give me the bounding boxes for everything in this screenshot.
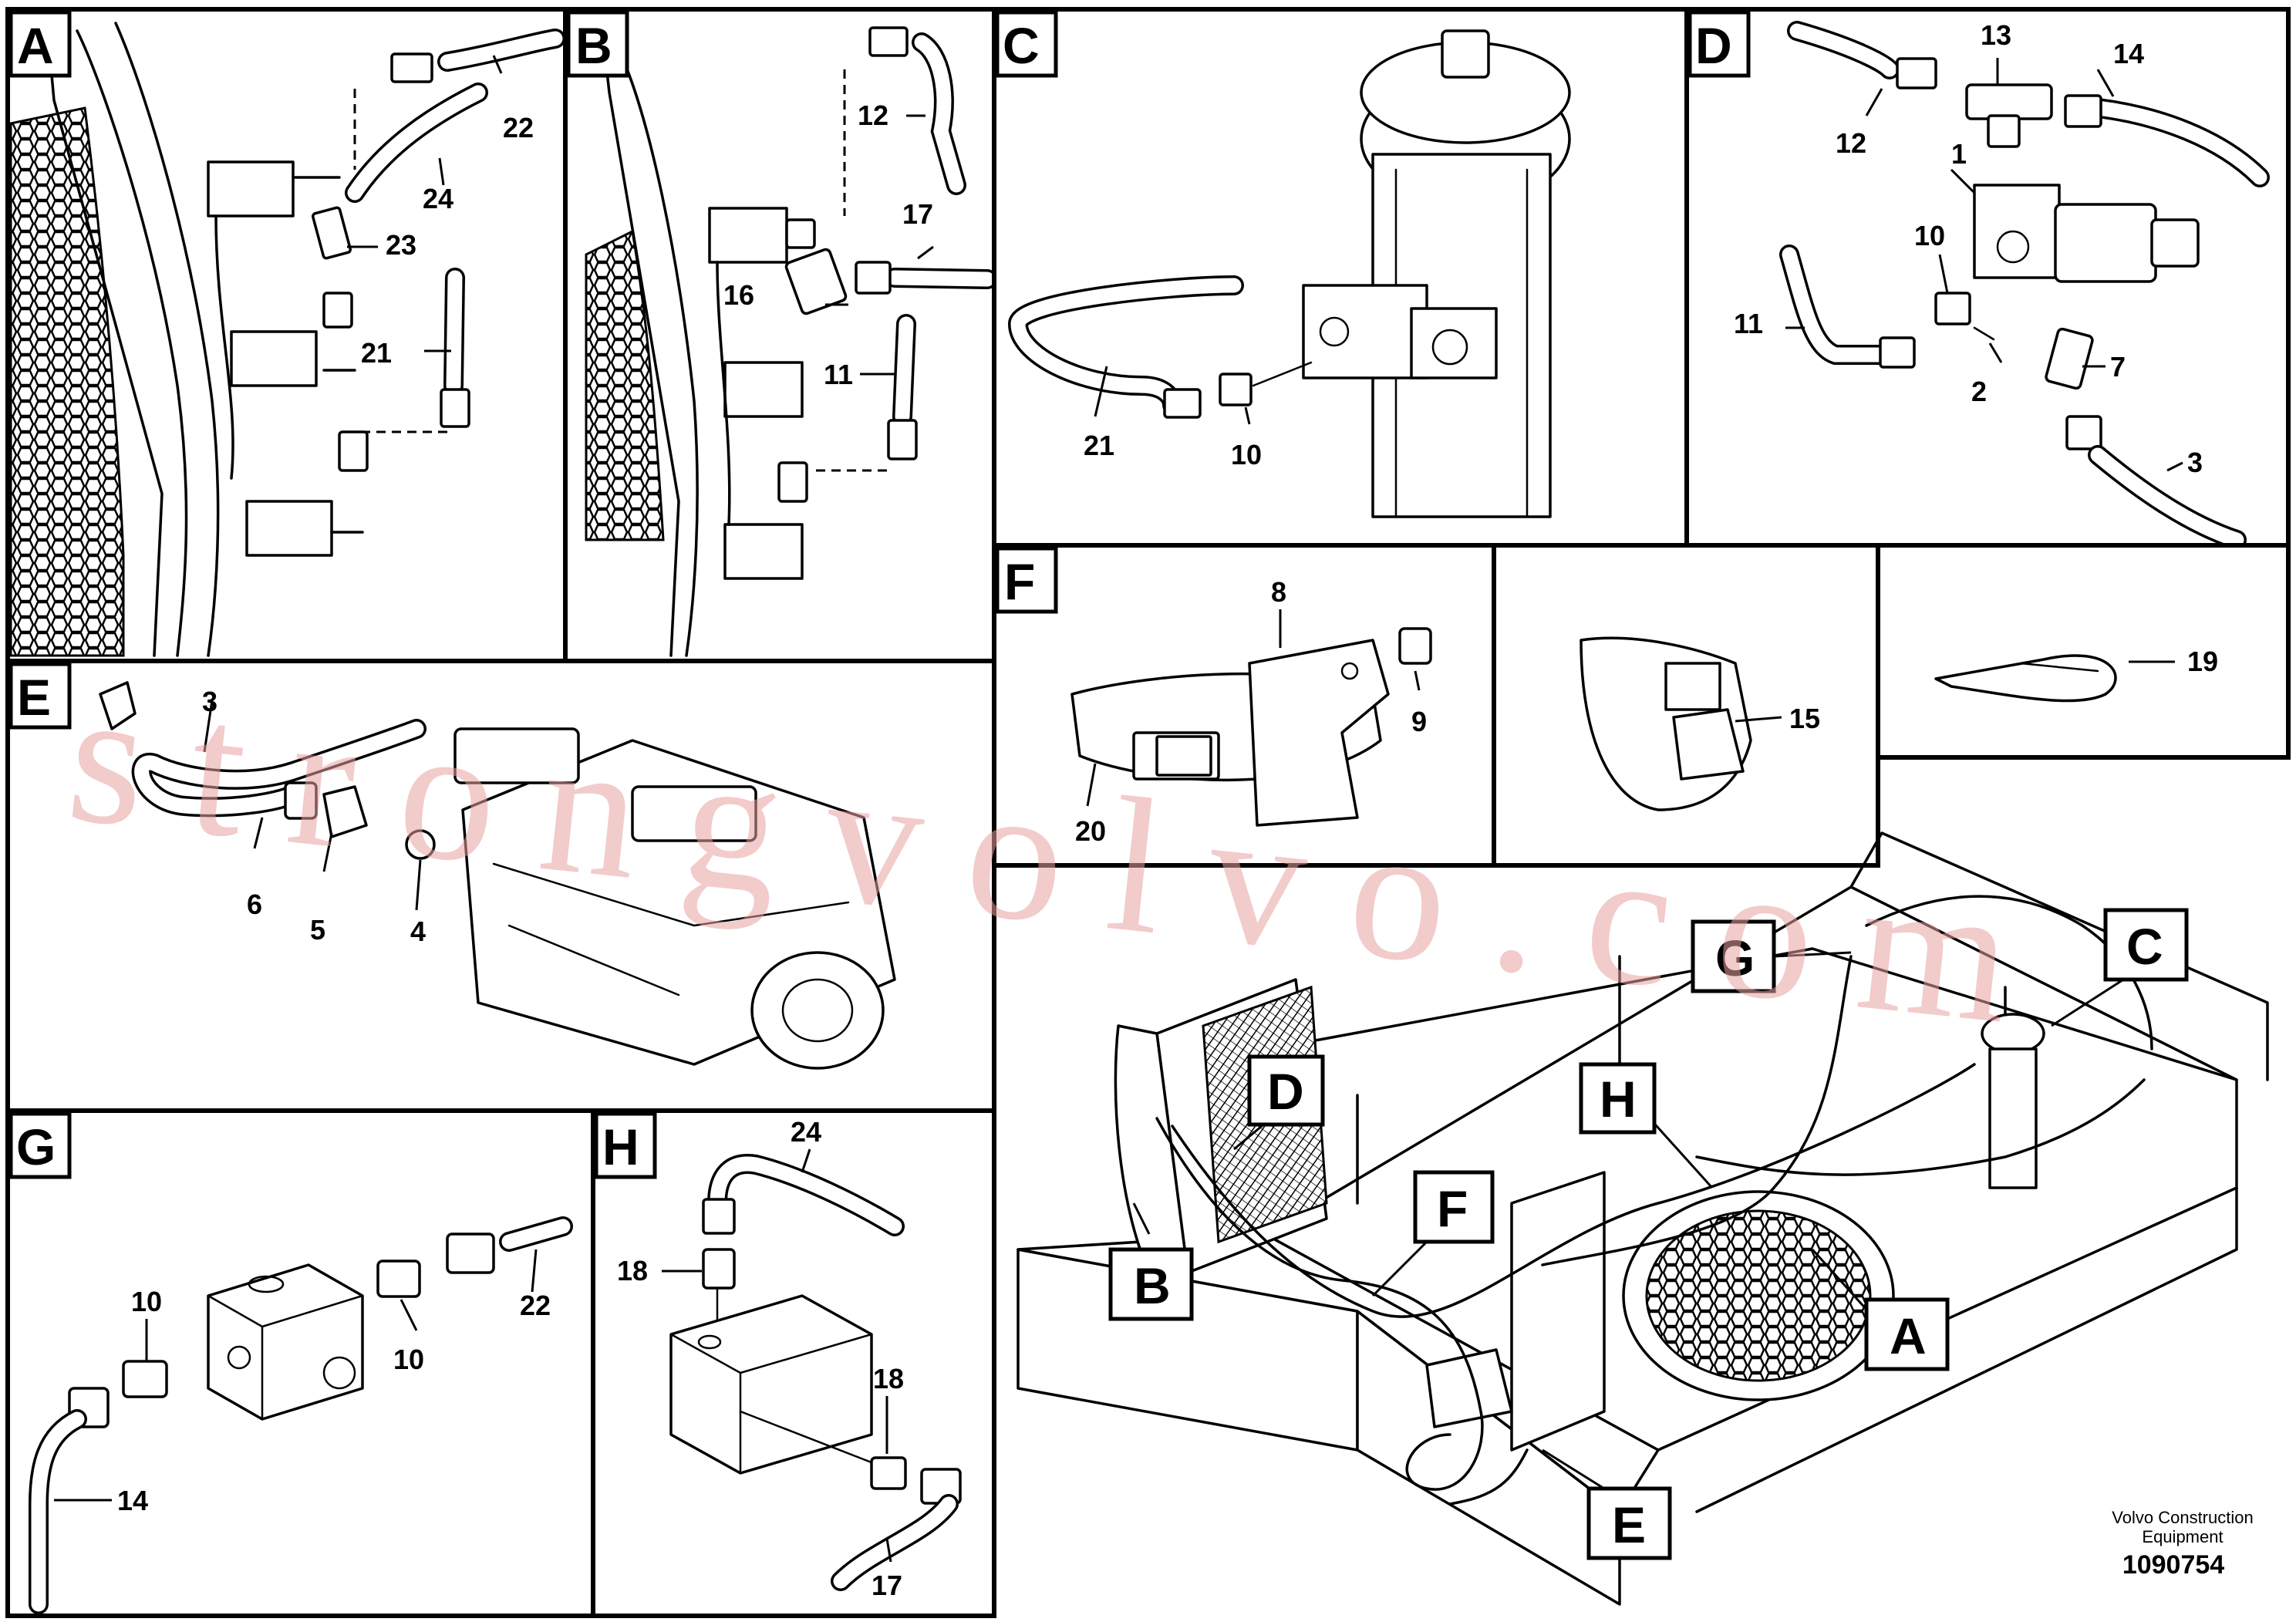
panel-clamp-15: 15 [1492,543,1880,868]
label-g-14: 14 [117,1485,148,1516]
label-e-6: 6 [247,889,262,920]
panel-tag-d: D [1695,17,1732,74]
label-h-18b: 18 [873,1363,904,1394]
label-f-9: 9 [1411,706,1427,737]
label-h-24: 24 [791,1116,821,1148]
label-e-5: 5 [310,914,325,946]
label-h-18a: 18 [617,1255,648,1286]
callout-e: E [1612,1496,1646,1553]
panel-tag-a: A [17,17,54,74]
panel-c: 21 10 C [992,7,1689,548]
label-d-10: 10 [1914,220,1945,251]
label-d-2: 2 [1971,376,1987,407]
label-c-10: 10 [1231,439,1262,470]
label-g-10b: 10 [393,1344,424,1375]
callout-f: F [1437,1180,1468,1237]
callout-a: A [1890,1307,1927,1364]
document-number: 1090754 [2122,1550,2224,1580]
panel-tie-19: 19 [1876,543,2291,760]
label-l-19: 19 [2187,646,2218,677]
footer: Volvo Construction Equipment 1090754 [2112,1508,2253,1580]
label-e-3: 3 [202,686,217,717]
panel-d: 13 14 12 1 10 11 2 7 3 D [1684,7,2291,550]
label-f-8: 8 [1271,576,1286,608]
panel-f: 8 9 20 F [992,543,1496,868]
panel-tag-c: C [1003,17,1040,74]
label-d-3: 3 [2187,447,2203,478]
label-d-14: 14 [2113,38,2144,69]
label-a-22: 22 [503,112,534,143]
panel-tag-h: H [602,1118,639,1175]
label-a-21: 21 [361,337,392,369]
panel-h: 24 18 18 17 H [591,1108,996,1618]
callout-c: C [2126,918,2163,975]
label-e-4: 4 [410,916,426,947]
label-b-11: 11 [824,359,853,390]
label-a-24: 24 [423,183,453,214]
panel-g: 10 10 22 14 G [5,1108,595,1618]
label-d-13: 13 [1981,19,2011,51]
panel-b: 12 17 16 11 B [563,7,997,663]
manufacturer-line-2: Equipment [2142,1527,2223,1546]
label-k-15: 15 [1789,703,1820,734]
label-f-20: 20 [1075,815,1106,847]
label-b-16: 16 [723,279,754,311]
label-d-11: 11 [1734,308,1763,339]
manufacturer-line-1: Volvo Construction [2112,1508,2253,1527]
panel-a: 22 24 23 21 A [5,7,568,663]
label-b-17: 17 [902,198,933,230]
callout-h: H [1600,1071,1637,1128]
callout-b: B [1134,1257,1171,1314]
panel-tag-e: E [17,669,51,726]
label-c-21: 21 [1084,430,1114,461]
panel-tag-f: F [1004,553,1035,610]
label-d-7: 7 [2110,351,2126,383]
callout-d: D [1267,1063,1304,1120]
callout-g: G [1715,929,1755,986]
label-h-17: 17 [872,1570,902,1601]
panel-tag-b: B [575,17,612,74]
label-g-22: 22 [520,1290,551,1321]
label-g-10a: 10 [131,1286,162,1317]
label-d-1: 1 [1951,138,1967,170]
label-a-23: 23 [386,229,416,261]
label-d-12: 12 [1836,127,1866,159]
panel-tag-g: G [16,1118,56,1175]
overview-machine: G C D H F B A E [1017,831,2269,1606]
panel-e: 3 6 5 4 E [5,659,996,1113]
label-b-12: 12 [858,99,888,131]
